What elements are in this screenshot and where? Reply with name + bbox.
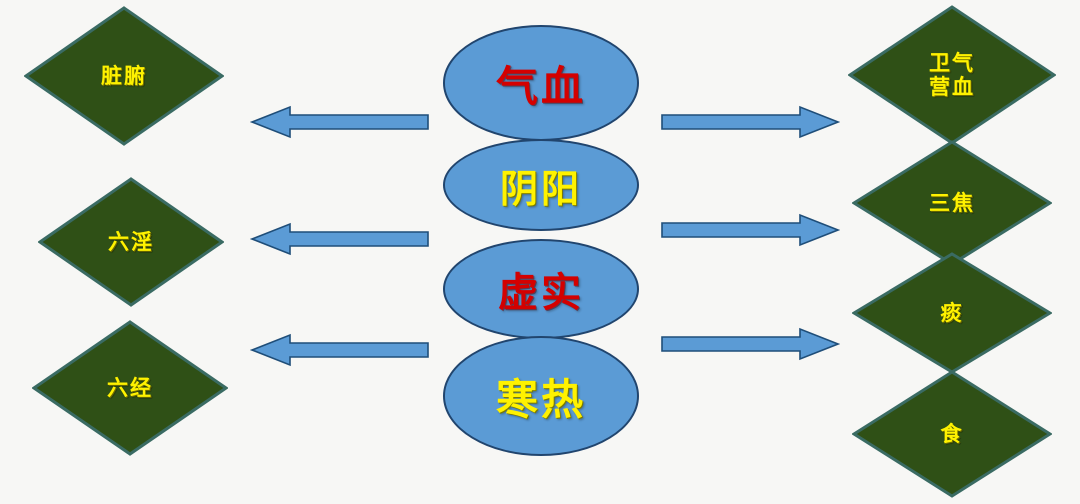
node-label: 卫气 营血	[929, 50, 975, 99]
node-liuyin[interactable]: 六淫	[38, 177, 224, 307]
node-shi[interactable]: 食	[852, 370, 1052, 498]
node-label: 气血	[495, 61, 586, 111]
node-yinyang[interactable]: 阴阳	[443, 139, 639, 231]
node-label: 虚实	[498, 270, 584, 316]
diamond-shape	[38, 177, 224, 307]
node-label: 脏腑	[101, 63, 147, 88]
node-label: 痰	[940, 300, 964, 325]
node-liujing[interactable]: 六经	[32, 320, 228, 456]
arrow-right-1	[660, 105, 841, 139]
node-label: 六经	[107, 375, 153, 400]
left-arrow-icon	[249, 333, 429, 367]
right-arrow-icon	[661, 327, 841, 361]
node-label: 六淫	[108, 229, 154, 254]
left-arrow-icon	[249, 222, 429, 256]
node-tan[interactable]: 痰	[852, 252, 1052, 374]
node-label: 三焦	[929, 190, 975, 215]
arrow-right-2	[660, 213, 841, 247]
arrow-right-3	[660, 327, 841, 361]
node-weiqiyingxue[interactable]: 卫气 营血	[848, 5, 1056, 145]
diamond-shape	[852, 370, 1052, 498]
right-arrow-icon	[661, 105, 841, 139]
node-hanre[interactable]: 寒热	[443, 336, 639, 456]
arrow-left-2	[249, 222, 430, 256]
node-qixue[interactable]: 气血	[443, 25, 639, 141]
arrow-left-1	[249, 105, 430, 139]
node-sanjiao[interactable]: 三焦	[852, 140, 1052, 266]
node-zangfu[interactable]: 脏腑	[24, 6, 224, 146]
node-label: 阴阳	[499, 166, 582, 211]
left-arrow-icon	[249, 105, 429, 139]
node-label: 食	[940, 421, 964, 446]
right-arrow-icon	[661, 213, 841, 247]
diamond-shape	[32, 320, 228, 456]
node-xushi[interactable]: 虚实	[443, 239, 639, 339]
node-label: 寒热	[495, 374, 586, 424]
diamond-shape	[24, 6, 224, 146]
arrow-left-3	[249, 333, 430, 367]
